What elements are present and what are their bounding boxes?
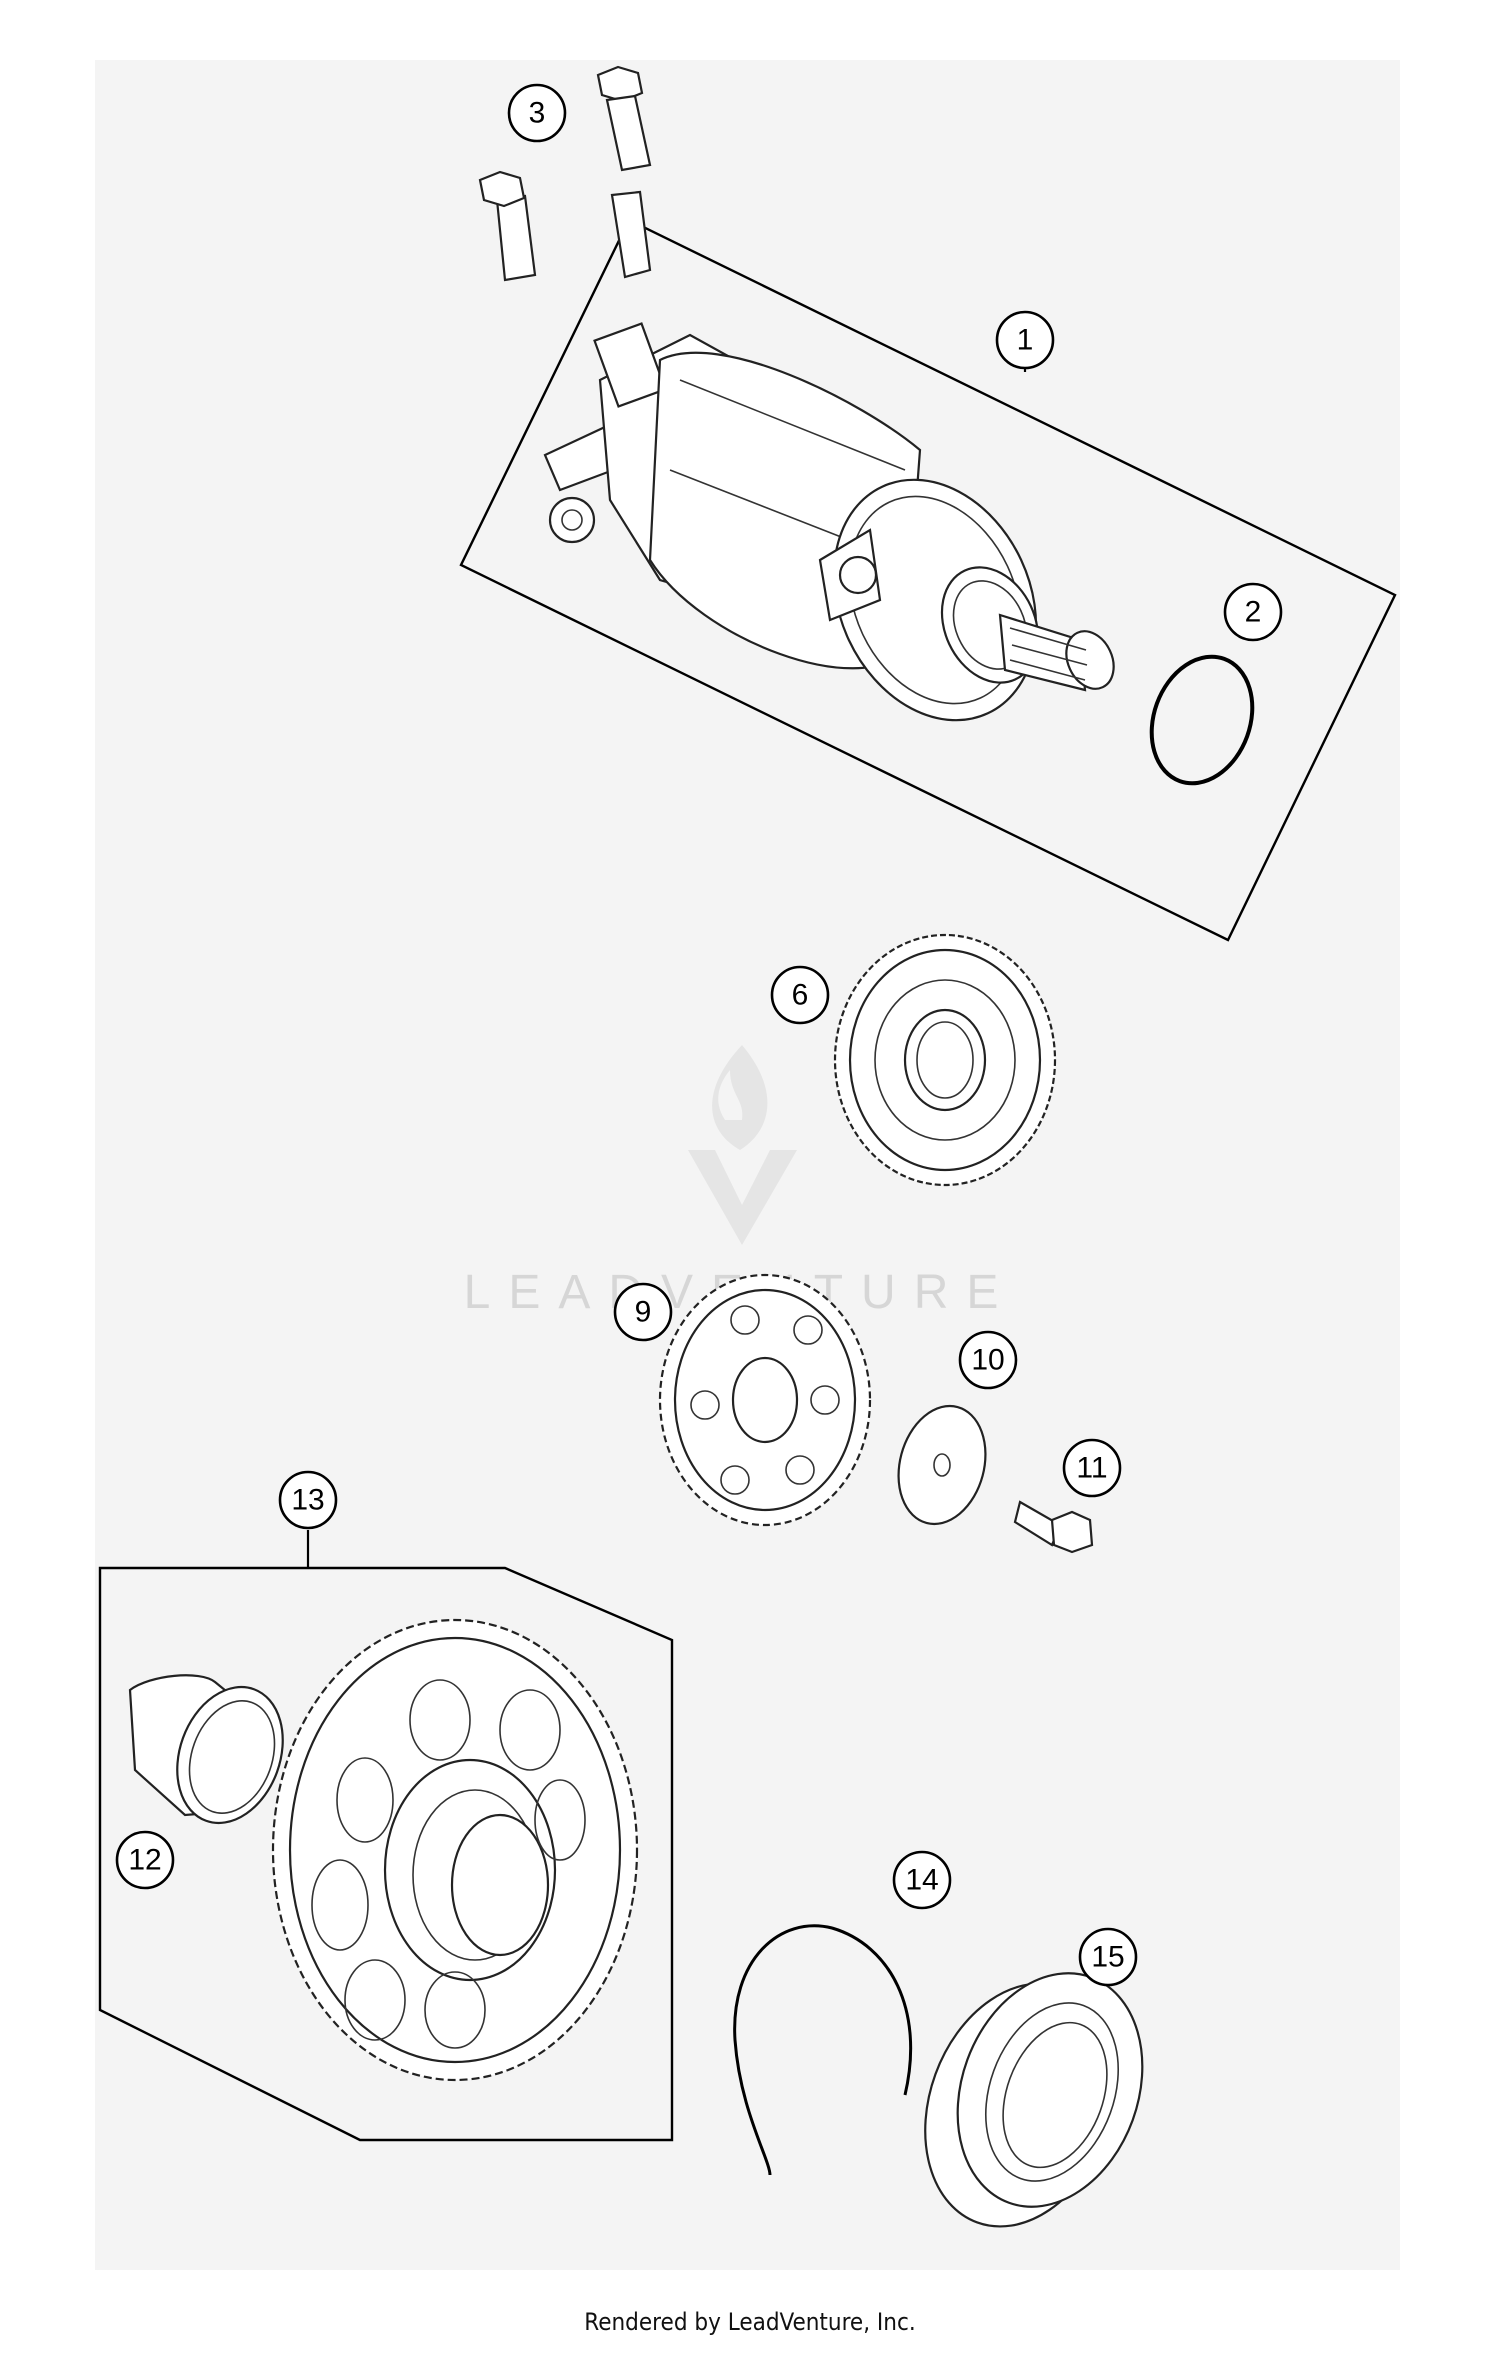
callout-label-14: 14: [905, 1864, 938, 1897]
callout-3[interactable]: 3: [507, 83, 567, 143]
callout-6[interactable]: 6: [770, 965, 830, 1025]
callout-label-10: 10: [971, 1344, 1004, 1377]
callout-14[interactable]: 14: [892, 1850, 952, 1910]
callout-label-2: 2: [1245, 596, 1262, 629]
callout-label-11: 11: [1076, 1452, 1107, 1485]
callout-13[interactable]: 13: [278, 1470, 338, 1530]
callout-label-1: 1: [1017, 324, 1034, 357]
torque-limiter-gear: [658, 1273, 872, 1527]
callout-label-3: 3: [529, 97, 546, 130]
intermediate-gear: [833, 933, 1057, 1187]
callout-12[interactable]: 12: [115, 1830, 175, 1890]
callout-label-13: 13: [291, 1484, 324, 1517]
watermark-logo: [688, 1045, 797, 1245]
callout-label-6: 6: [792, 979, 809, 1012]
washer: [897, 1404, 987, 1526]
screw-pair: [478, 65, 652, 282]
bushing: [128, 1674, 284, 1825]
freewheel-gear: [271, 1618, 639, 2082]
callout-10[interactable]: 10: [958, 1330, 1018, 1390]
callout-11[interactable]: 11: [1062, 1438, 1122, 1498]
footer-credit: Rendered by LeadVenture, Inc.: [584, 2308, 916, 2336]
shaft-seal: [924, 1972, 1144, 2228]
callout-15[interactable]: 15: [1078, 1927, 1138, 1987]
callout-label-15: 15: [1091, 1941, 1124, 1974]
o-ring: [1149, 654, 1255, 786]
callout-1[interactable]: 1: [995, 310, 1055, 370]
snap-ring: [733, 1924, 913, 2176]
callout-2[interactable]: 2: [1223, 582, 1283, 642]
starter-motor: [543, 322, 1115, 722]
callout-9[interactable]: 9: [613, 1282, 673, 1342]
screw-small: [1013, 1500, 1094, 1554]
kit-outline-starter-motor: [459, 218, 1397, 942]
kit-outline-freewheel-gear: [98, 1566, 674, 2142]
callout-label-9: 9: [635, 1296, 652, 1329]
callout-label-12: 12: [128, 1844, 161, 1877]
